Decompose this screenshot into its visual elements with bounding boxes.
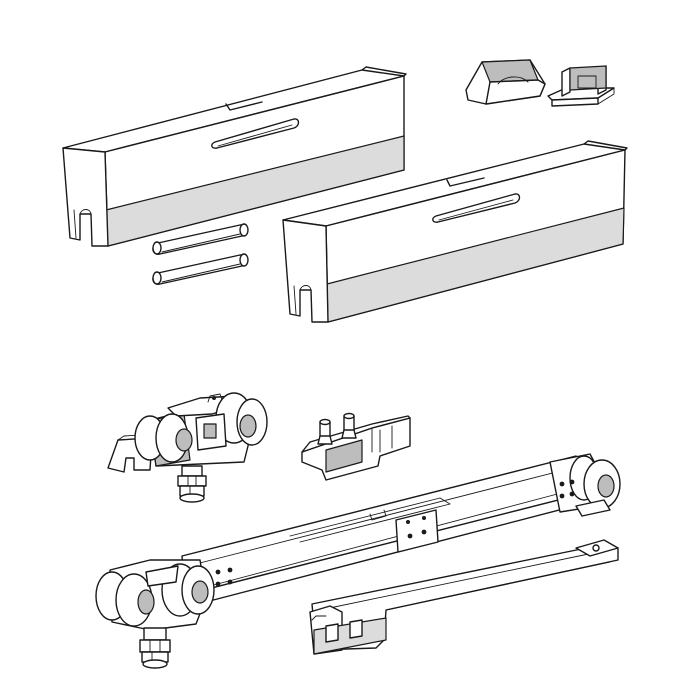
roller-carriage [107,392,268,503]
stopper-block [301,412,411,481]
guide-bracket [309,539,619,655]
rail-cover-right [282,140,628,323]
connector-pin-lower [152,253,249,285]
soft-close-damper [95,453,621,669]
end-stop-lower [547,65,615,107]
end-stop-upper [465,59,546,105]
connector-pin-upper [152,223,249,255]
rail-cover-left [62,66,407,247]
